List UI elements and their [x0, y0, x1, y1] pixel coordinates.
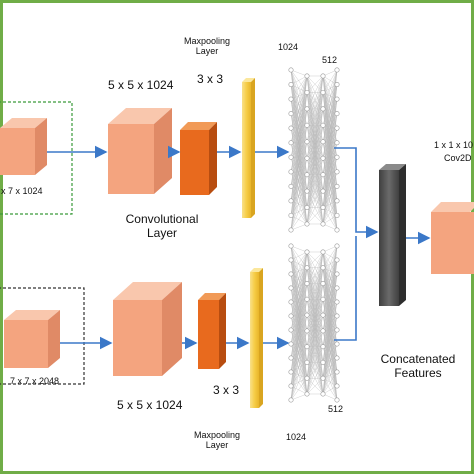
- bottom-conv-cube: [113, 282, 182, 376]
- top-input-dims: x 7 x 1024: [1, 186, 43, 196]
- top-pool-block: [180, 122, 217, 195]
- bottom-arrows: [60, 231, 431, 350]
- output-cube: [431, 202, 474, 274]
- top-fc-1024: 1024: [278, 42, 299, 52]
- top-input-cube: [0, 118, 47, 175]
- bottom-conv-dims: 5 x 5 x 1024: [117, 398, 183, 412]
- bottom-fully-connected-net: [288, 243, 340, 403]
- bottom-pool-dims: 3 x 3: [213, 383, 240, 397]
- bottom-fc-512: 512: [328, 404, 344, 414]
- top-fully-connected-net: [288, 67, 340, 233]
- top-arrows: [47, 145, 379, 239]
- bottom-fc-1024: 1024: [286, 432, 307, 442]
- concatenated-features-label: Concatenated Features: [380, 352, 456, 380]
- bottom-input-cube: [4, 310, 60, 368]
- top-pool-dims: 3 x 3: [197, 72, 224, 86]
- bottom-pool-label: Maxpooling Layer: [193, 430, 241, 450]
- top-pool-label: Maxpooling Layer: [183, 36, 231, 56]
- concatenation-bar: [379, 164, 406, 306]
- top-conv-cube: [108, 108, 172, 194]
- bottom-pool-block: [198, 293, 226, 369]
- top-feature-bar: [242, 78, 255, 218]
- bottom-feature-bar: [250, 268, 263, 408]
- bottom-input-dashed-box: [0, 287, 85, 385]
- top-conv-dims: 5 x 5 x 1024: [108, 78, 174, 92]
- conv-layer-label: Convolutional Layer: [125, 212, 199, 240]
- output-label: Cov2D: [444, 153, 472, 163]
- output-dims: 1 x 1 x 10: [434, 140, 474, 150]
- bottom-input-dims: 7 x 7 x 2048: [10, 376, 60, 386]
- top-fc-512: 512: [322, 55, 338, 65]
- top-input-dashed-box: [0, 101, 73, 215]
